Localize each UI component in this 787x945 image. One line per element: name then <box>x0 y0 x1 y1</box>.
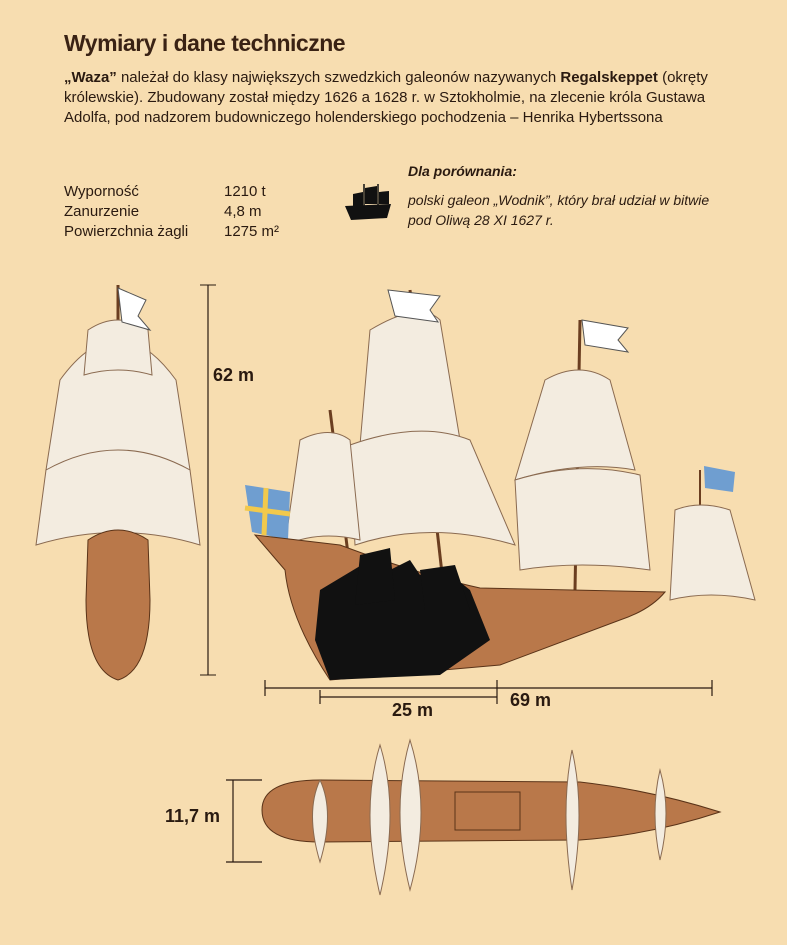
spec-value: 4,8 m <box>224 203 262 220</box>
wodnik-silhouette-icon <box>345 184 391 220</box>
ship-name: „Waza” <box>64 69 117 86</box>
comparison-text: polski galeon „Wodnik”, który brał udzia… <box>408 192 710 228</box>
intro-part1: należał do klasy największych szwedzkich… <box>116 69 561 86</box>
length-dimension-lines <box>264 680 713 704</box>
intro-text: „Waza” należał do klasy największych szw… <box>64 68 714 128</box>
spec-row: Powierzchnia żagli 1275 m² <box>64 222 279 242</box>
specs-table: Wyporność 1210 t Zanurzenie 4,8 m Powierzc… <box>64 182 279 242</box>
top-view-ship <box>261 738 722 896</box>
spec-value: 1275 m² <box>224 223 280 240</box>
page-title: Wymiary i dane techniczne <box>64 30 346 56</box>
wodnik-length-label: 25 m <box>392 700 434 720</box>
spec-row: Wyporność 1210 t <box>64 182 279 202</box>
spec-label: Powierzchnia żagli <box>64 223 189 240</box>
ship-class: Regalskeppet <box>560 69 658 86</box>
intro-part2: (okręty królewskie). Zbudowany został mi… <box>64 69 708 126</box>
spec-label: Zanurzenie <box>64 203 140 220</box>
comparison-title: Dla porównania: <box>408 163 517 179</box>
spec-row: Zanurzenie 4,8 m <box>64 202 279 222</box>
spec-value: 1210 t <box>224 183 266 200</box>
height-label: 62 m <box>213 365 255 385</box>
front-view-ship <box>35 285 201 681</box>
spec-label: Wyporność <box>64 183 139 200</box>
side-view-ship <box>244 289 756 681</box>
width-dimension-line <box>226 779 262 863</box>
width-label: 11,7 m <box>165 806 221 826</box>
length-label: 69 m <box>510 690 552 710</box>
